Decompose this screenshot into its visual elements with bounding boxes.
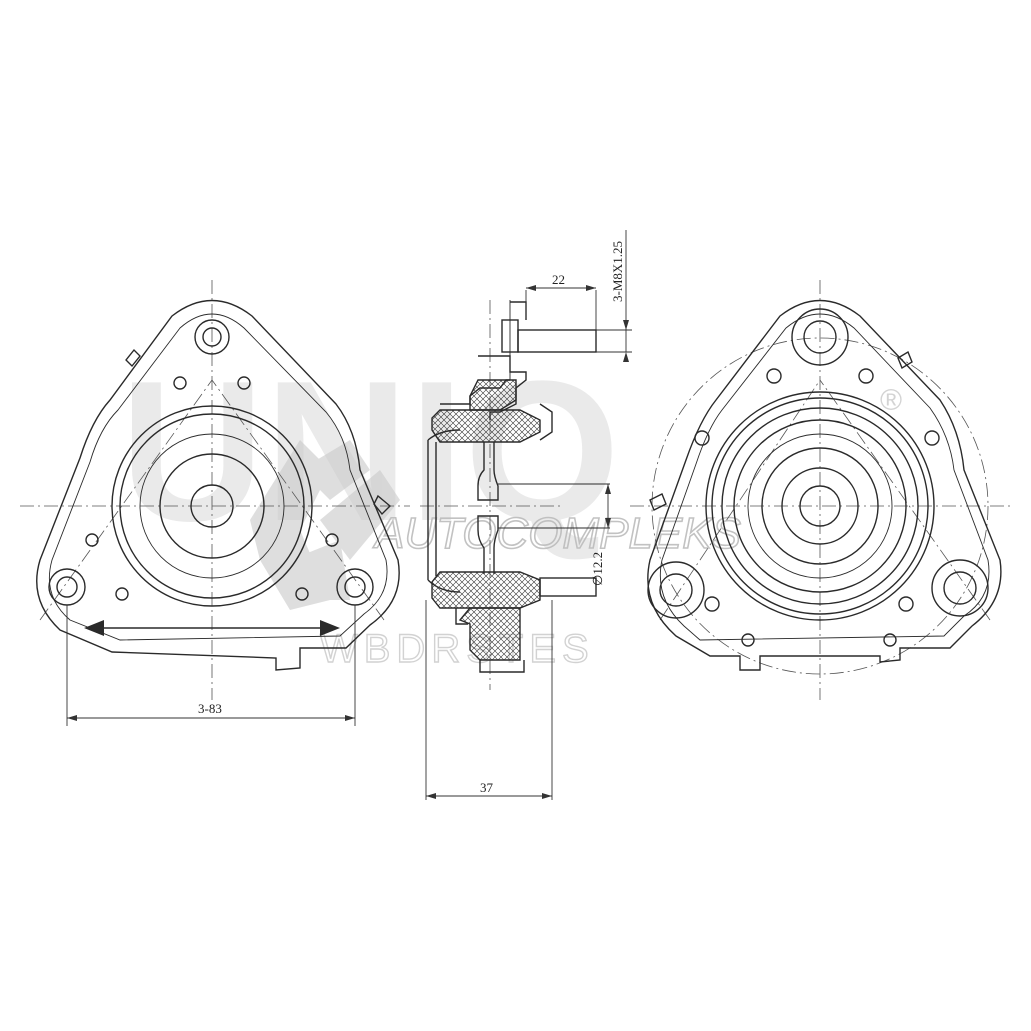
watermark-site: WBDRSTES [320, 627, 595, 671]
left-tab-a [125, 348, 141, 368]
watermark: UNIQ ® AUTOCOMPLEKS WBDRSTES [120, 340, 902, 672]
section-lower-bushing [431, 571, 541, 609]
left-center-bore [190, 484, 234, 528]
right-hub-inner [781, 467, 859, 545]
right-center-bore [799, 485, 841, 527]
watermark-tagline: AUTOCOMPLEKS [372, 509, 741, 558]
right-hub-circle [761, 447, 879, 565]
right-stud-right [931, 559, 989, 617]
right-flange-inner-edge [659, 313, 990, 641]
left-flange-outline [36, 299, 400, 671]
dimension-spacing-label: 3-83 [198, 701, 222, 716]
right-view [630, 280, 1010, 700]
right-diag-centerline-b [819, 379, 991, 621]
section-lower-cap [479, 660, 525, 673]
dimension-thread: 3-M8X1.25 [596, 230, 632, 362]
section-stem-lower [477, 515, 499, 574]
section-lower-step [455, 608, 468, 625]
dimension-thread-label: 3-M8X1.25 [610, 241, 625, 302]
section-upper-lip [539, 403, 553, 441]
section-view: 22 3-M8X1.25 ∅12.2 37 [420, 230, 632, 800]
watermark-logo-mark [250, 440, 400, 610]
right-body-outer-circle [705, 391, 935, 621]
right-tab-a [897, 350, 913, 370]
right-stud-top [791, 308, 849, 366]
dimension-bore-label: ∅12.2 [590, 552, 605, 586]
section-lower-stud [539, 577, 597, 597]
right-small-holes [694, 368, 940, 647]
dimension-width-label: 37 [480, 780, 494, 795]
right-hub-outer [747, 433, 893, 579]
watermark-registered: ® [880, 384, 902, 417]
left-stud-top [194, 319, 230, 355]
right-tab-b [649, 493, 667, 511]
section-upper-bushing [431, 409, 541, 443]
right-seat-circle [721, 407, 919, 605]
left-body-outer-circle [111, 405, 313, 607]
left-view: 3-83 [20, 280, 410, 726]
left-direction-arrow [84, 620, 340, 636]
dimension-bore: ∅12.2 [590, 484, 611, 586]
left-small-holes [85, 376, 339, 601]
left-diag-centerline-a [39, 379, 213, 621]
right-diag-centerline-a [659, 379, 821, 621]
right-flange-outline [647, 299, 1002, 671]
right-stud-left [647, 561, 705, 619]
right-body-ring [711, 397, 929, 615]
right-inner-ring [733, 419, 907, 593]
left-diag-centerline-b [211, 379, 385, 621]
left-body-ring [119, 413, 305, 599]
left-flange-inner-edge [48, 313, 388, 641]
section-stem [477, 442, 499, 501]
left-tab-b [373, 494, 392, 516]
section-lower-rubber [458, 607, 521, 661]
dimension-width: 37 [425, 600, 553, 800]
dimension-stud-length-label: 22 [552, 272, 565, 287]
left-seat-circle [139, 433, 285, 579]
right-bolt-circle [651, 337, 989, 675]
left-hub-circle [159, 453, 265, 559]
dimension-spacing: 3-83 [66, 605, 356, 726]
dimension-stud-length: 22 [525, 272, 597, 330]
left-stud-left [48, 568, 86, 606]
